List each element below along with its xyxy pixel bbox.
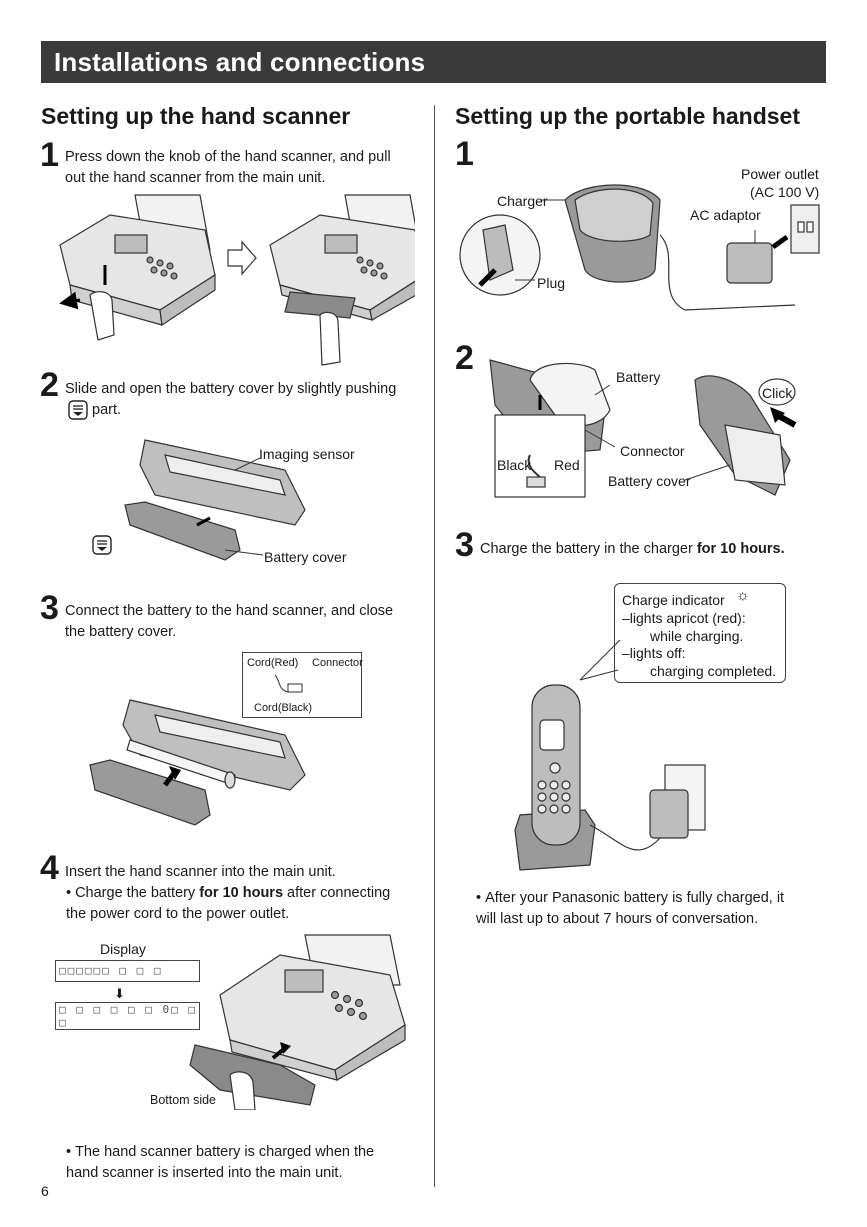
right-note: After your Panasonic battery is fully ch… — [476, 888, 806, 930]
left-step1-number: 1 — [40, 136, 59, 174]
bottom-side-label: Bottom side — [150, 1093, 217, 1107]
left-note: The hand scanner battery is charged when… — [66, 1142, 406, 1184]
right-section-title: Setting up the portable handset — [455, 103, 801, 129]
charge-indicator-line3: while charging. — [650, 628, 744, 644]
left-step2-text-part: part. — [92, 402, 122, 418]
click-label: Click — [762, 385, 793, 401]
display-box-2: □ □ □ □ □ □ 0□ □ □ — [55, 1002, 200, 1030]
charger-label: Charger — [497, 193, 548, 209]
display-box-1: □□□□□□ □ □ □ — [55, 960, 200, 982]
ac-adaptor-label: AC adaptor — [690, 207, 761, 223]
page-title: Installations and connections — [54, 47, 426, 77]
charge-indicator-line5: charging completed. — [650, 663, 777, 679]
power-outlet-label-2: (AC 100 V) — [750, 184, 820, 200]
left-step3-number: 3 — [40, 589, 59, 627]
battery-install-figure — [489, 359, 797, 498]
cord-red-label: Cord(Red) — [247, 657, 299, 669]
left-step4-bullet: Charge the battery for 10 hours after co… — [66, 883, 406, 925]
right-step3-text-a: Charge the battery in the charger — [480, 541, 697, 557]
connector-label: Connector — [312, 657, 363, 669]
right-step3-number: 3 — [455, 526, 474, 564]
right-step3-text: Charge the battery in the charger for 10… — [480, 539, 785, 560]
right-step2-number: 2 — [455, 339, 474, 377]
imaging-sensor-label: Imaging sensor — [259, 446, 355, 462]
left-step4-text: Insert the hand scanner into the main un… — [65, 864, 336, 880]
left-step4-bullet-bold: for 10 hours — [199, 885, 284, 901]
fax-scanner-removal-figure — [59, 194, 415, 366]
red-label: Red — [554, 457, 580, 473]
right-step3-text-bold: for 10 hours. — [696, 541, 785, 557]
left-section-title: Setting up the hand scanner — [41, 103, 351, 129]
display-line2a: □ □ □ □ □ □ 0□ □ — [59, 1003, 197, 1016]
push-part-icon — [68, 400, 88, 420]
charge-indicator-title: Charge indicator — [622, 592, 725, 608]
battery-cover-label: Battery cover — [264, 549, 347, 565]
charge-indicator-line2: –lights apricot (red): — [622, 610, 746, 626]
left-step2-number: 2 — [40, 366, 59, 404]
battery-connect-figure — [89, 699, 306, 826]
indicator-light-icon: ☼ — [736, 587, 750, 604]
left-step3-text: Connect the battery to the hand scanner,… — [65, 603, 394, 640]
power-outlet-label-1: Power outlet — [741, 166, 819, 182]
header-banner: Installations and connections — [41, 41, 826, 83]
battery-label: Battery — [616, 369, 661, 385]
battery-cover-figure — [124, 439, 306, 561]
cord-black-label: Cord(Black) — [254, 702, 313, 714]
display-line2b: □ — [59, 1016, 68, 1029]
right-connector-label: Connector — [620, 443, 685, 459]
left-step4-bullet-a: Charge the battery — [75, 885, 200, 901]
page-number: 6 — [41, 1183, 49, 1199]
push-part-icon-figure — [92, 535, 112, 555]
charger-connection-figure — [459, 184, 820, 311]
right-battery-cover-label: Battery cover — [608, 473, 691, 489]
plug-label: Plug — [537, 275, 566, 291]
left-step4-number: 4 — [40, 849, 59, 887]
handset-charging-figure — [514, 640, 706, 871]
connector-icon — [274, 674, 303, 693]
right-step1-number: 1 — [455, 135, 474, 173]
column-divider — [434, 105, 435, 1187]
left-step4-bullet-b: after connecting the power cord to the p… — [66, 885, 391, 922]
black-label: Black — [497, 457, 532, 473]
display-arrow-icon: ⬇ — [114, 986, 125, 1001]
charge-indicator-callout — [614, 583, 786, 683]
scanner-insert-figure — [189, 934, 406, 1110]
left-step1-text: Press down the knob of the hand scanner,… — [65, 149, 391, 186]
charge-indicator-line4: –lights off: — [622, 645, 686, 661]
left-step2-text: Slide and open the battery cover by slig… — [65, 381, 397, 397]
display-label: Display — [100, 941, 146, 957]
